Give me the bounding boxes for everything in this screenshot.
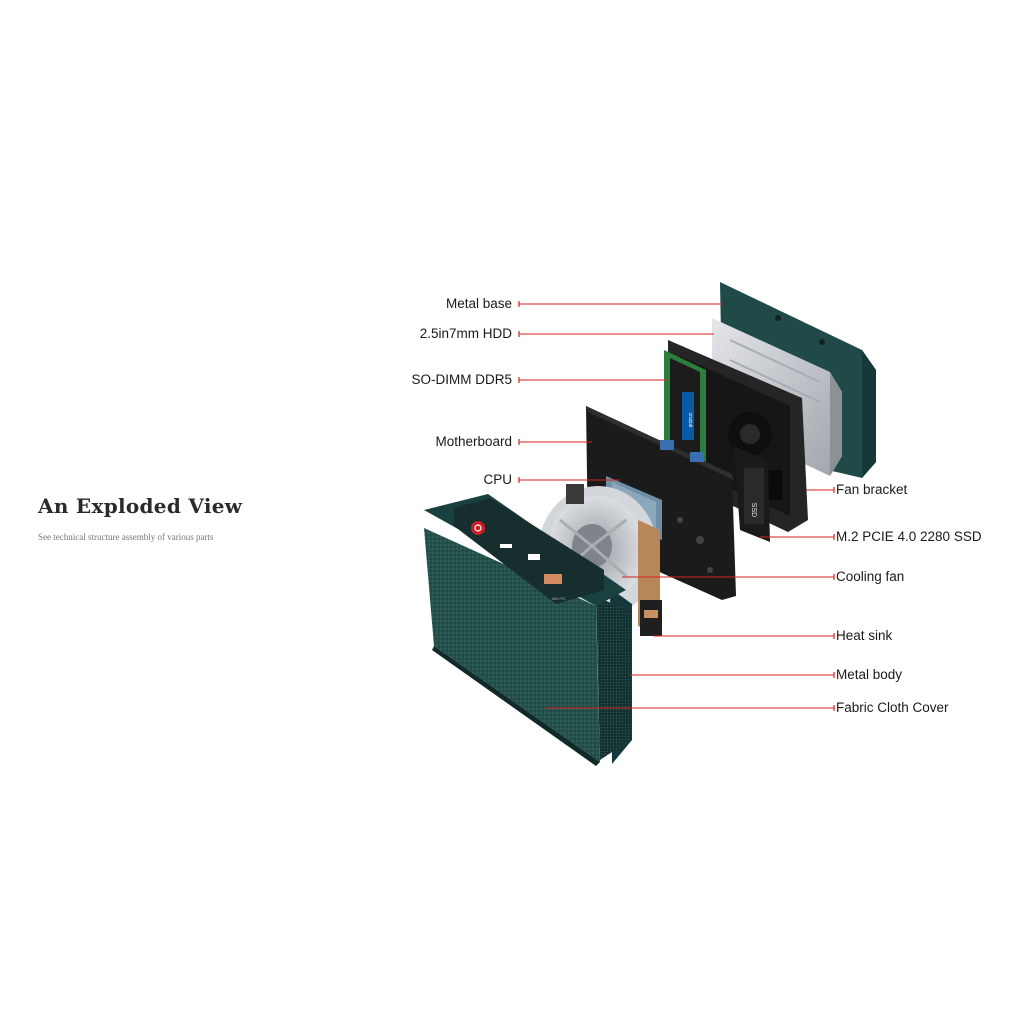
page-subtitle: See technical structure assembly of vari… (38, 532, 214, 542)
label-cooling-fan: Cooling fan (836, 569, 905, 584)
label-fan-bracket: Fan bracket (836, 482, 908, 497)
leader-motherboard (518, 439, 592, 445)
label-metal-body: Metal body (836, 667, 903, 682)
label-cpu: CPU (483, 472, 512, 487)
metal-body (596, 588, 632, 764)
label-hdd: 2.5in7mm HDD (419, 326, 512, 341)
leader-heat-sink (654, 633, 835, 639)
leader-lines (518, 301, 835, 711)
leader-cpu (518, 477, 620, 483)
label-metal-base: Metal base (445, 296, 512, 311)
leader-ssd (760, 534, 835, 540)
leader-metal-base (518, 301, 722, 307)
label-heat-sink: Heat sink (836, 628, 893, 643)
top-panel: Mini PC (454, 498, 604, 604)
device-model-label: Mini PC (552, 596, 566, 601)
ssd-text: SSD (750, 503, 757, 517)
m2-ssd: SSD (734, 446, 770, 542)
page-title: An Exploded View (38, 494, 243, 518)
label-ssd: M.2 PCIE 4.0 2280 SSD (836, 529, 982, 544)
leader-hdd (518, 331, 714, 337)
heat-sink (638, 520, 662, 636)
label-fabric-cover: Fabric Cloth Cover (836, 700, 949, 715)
usb-port (500, 544, 512, 548)
leader-metal-body (630, 672, 835, 678)
leader-ram (518, 377, 668, 383)
led-indicator (544, 574, 562, 584)
label-motherboard: Motherboard (435, 434, 512, 449)
so-dimm-ram: crucial (664, 350, 706, 472)
label-ram: SO-DIMM DDR5 (411, 372, 513, 387)
ram-brand-label: crucial (687, 413, 693, 427)
leader-cooling-fan (622, 574, 835, 580)
leader-fan-bracket (806, 487, 835, 493)
usb-c-port (528, 554, 540, 560)
leader-fabric-cover (546, 705, 835, 711)
power-button (471, 521, 485, 535)
